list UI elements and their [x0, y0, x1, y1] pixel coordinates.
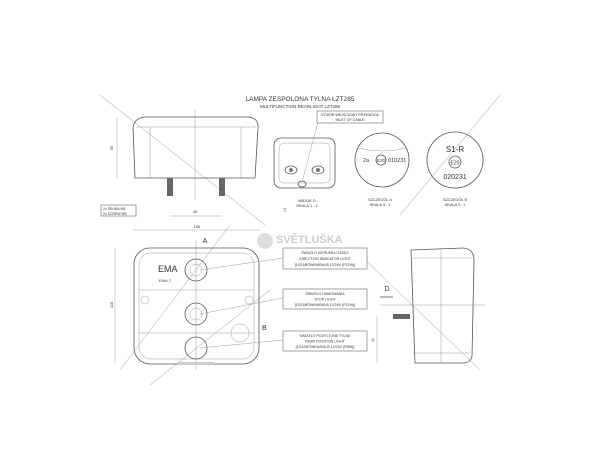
- screw-label-pl: 2x ŚRUBA M5: [103, 206, 125, 211]
- top-view: 55 40 2x ŚRUBA M5 2x SCREW M5: [100, 110, 259, 217]
- top-height-dim: 55: [109, 145, 114, 150]
- callout-pl: ŚWIATŁO HAMOWANIA: [305, 291, 345, 296]
- callout-pl: ŚWIATŁO KIERUNKU JAZDY: [301, 250, 349, 255]
- detail-a: 2a E20 010231 SZCZEGÓŁ A SKALA 3 : 1: [354, 132, 410, 207]
- callout-bulb: [1XŻARÓWKA/BULB 12/24V (P21W)]: [295, 262, 356, 267]
- brand-logo: EMA: [158, 264, 178, 274]
- svetluska-watermark: SVĚTLUŠKA: [257, 233, 343, 249]
- callout-bulb: [1XŻARÓWKA/BULB 12/24V (P21W)]: [295, 302, 356, 307]
- callout-en: DIRECTION INDICATOR LIGHT: [299, 257, 352, 261]
- detail-b-number: 020231: [443, 174, 466, 181]
- detail-b-scale: SKALA 3 : 1: [445, 203, 465, 207]
- inlet-label-pl: OTWÓR WEJŚCIOWY PRZEWODU: [321, 112, 380, 117]
- model-label: EMA-7: [159, 278, 172, 283]
- detail-b-title: SZCZEGÓŁ B: [443, 197, 468, 202]
- watermark-text: SVĚTLUŠKA: [276, 233, 343, 246]
- detail-a-number: 010231: [388, 158, 406, 164]
- detail-a-marker: A: [203, 238, 208, 245]
- detail-b-mark: E20: [451, 161, 460, 167]
- view-d-scale: SKALA 1 : 2: [296, 203, 318, 208]
- screw-label-en: 2x SCREW M5: [103, 212, 127, 216]
- callout-en: STOP LIGHT: [314, 298, 336, 302]
- drawing-subtitle: MULTIFUNCTION REARLIGHT LZT285: [260, 104, 341, 109]
- front-height-dim: 118: [109, 301, 114, 308]
- callout-bulb: [1XŻARÓWKA/BULB 12/24V (R5W)]: [296, 344, 355, 349]
- callout-en: REAR POSITION LIGHT: [305, 340, 346, 344]
- detail-a-mark: E20: [377, 158, 386, 163]
- front-view: 106 A 118 EMA EMA-7 B: [109, 224, 284, 370]
- detail-b-code: S1-R: [446, 145, 464, 154]
- detail-b-marker: B: [262, 325, 267, 332]
- detail-a-prefix: 2a: [363, 158, 370, 164]
- view-d: OTWÓR WEJŚCIOWY PRZEWODU INLET OF CABLE …: [273, 110, 384, 212]
- inlet-label-en: INLET OF CABLE: [336, 118, 365, 122]
- view-d-marker: D: [384, 286, 389, 293]
- view-d-dim: 14: [283, 208, 287, 212]
- view-d-title: WIDOK D: [298, 198, 316, 203]
- stud-spacing-dim: 40: [193, 209, 198, 214]
- callout-rear-position: ŚWIATŁO POZYCYJNE TYLNE REAR POSITION LI…: [282, 330, 368, 352]
- callout-direction-indicator: ŚWIATŁO KIERUNKU JAZDY DIRECTION INDICAT…: [282, 247, 368, 270]
- front-width-dim: 106: [194, 224, 201, 229]
- callout-pl: ŚWIATŁO POZYCYJNE TYLNE: [300, 333, 352, 338]
- watermark-lines: [99, 94, 501, 386]
- detail-a-scale: SKALA 3 : 1: [370, 203, 390, 207]
- callout-stop-light: ŚWIATŁO HAMOWANIA STOP LIGHT [1XŻARÓWKA/…: [282, 288, 368, 310]
- detail-b: S1-R E20 020231 SZCZEGÓŁ B SKALA 3 : 1: [426, 131, 484, 207]
- side-view: D 41: [371, 247, 485, 364]
- drawing-title: LAMPA ZESPOLONA TYLNA LZT285: [246, 96, 355, 103]
- side-dim: 41: [371, 338, 375, 342]
- watermark-logo-icon: [257, 233, 273, 249]
- detail-a-title: SZCZEGÓŁ A: [368, 197, 392, 202]
